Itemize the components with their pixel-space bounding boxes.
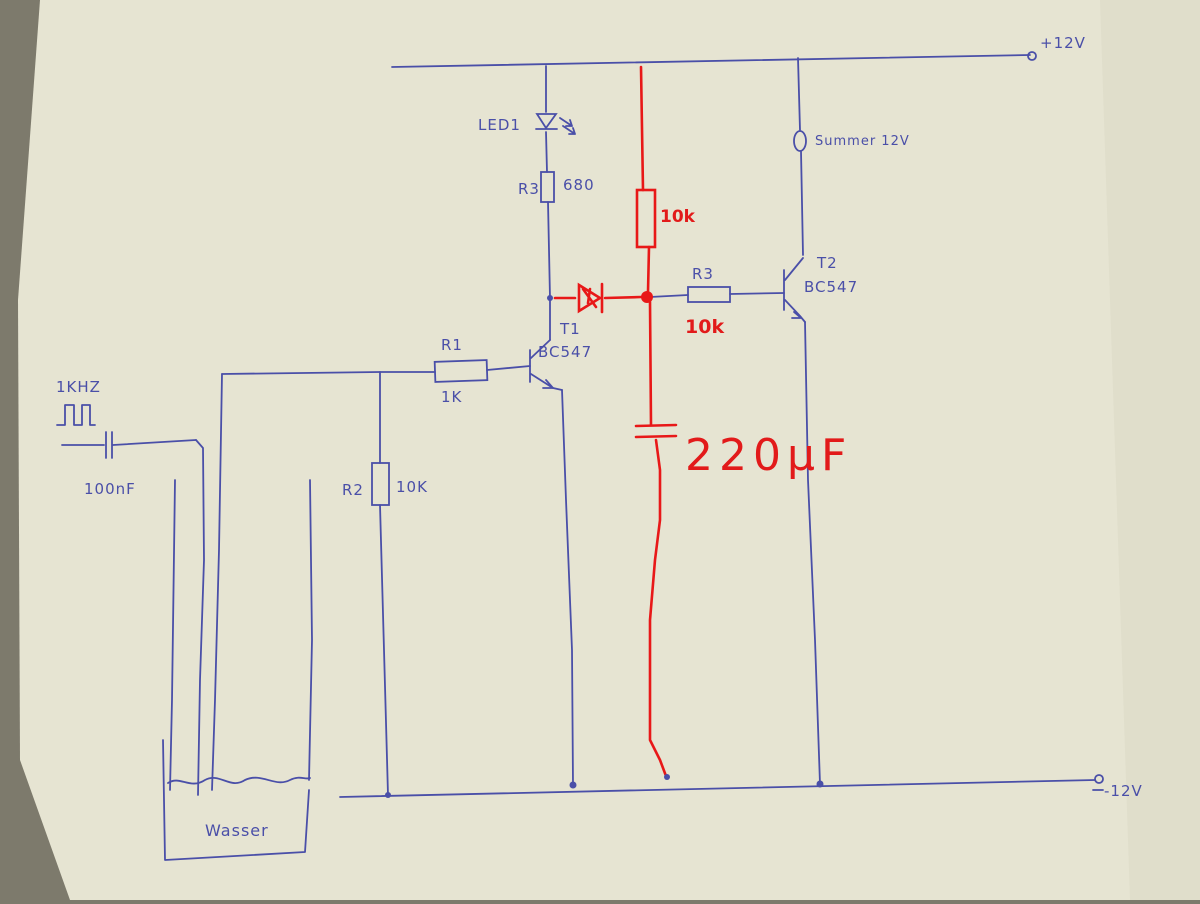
r1-name: R1 xyxy=(441,336,463,354)
probe-electrode-left xyxy=(195,439,205,796)
red-junction-node xyxy=(641,291,653,303)
t1-ground-node xyxy=(569,781,577,789)
red-modification xyxy=(553,65,678,780)
r1-to-base xyxy=(486,365,531,371)
buzzer-top-wire xyxy=(797,57,801,131)
red-node-to-cap-wire xyxy=(648,300,653,427)
top-rail xyxy=(391,54,1031,68)
r2-value: 10K xyxy=(396,478,428,496)
paper-sheet xyxy=(18,0,1200,900)
red-diode-hatch xyxy=(581,287,598,309)
red-resistor-to-node xyxy=(646,245,651,294)
red-diode-wire xyxy=(553,295,643,300)
r2-branch-wire xyxy=(379,371,389,796)
t1-name: T1 xyxy=(559,320,581,338)
buzzer-to-t2-wire xyxy=(800,150,804,256)
led-arrows xyxy=(559,117,576,135)
red-supply-wire xyxy=(639,65,645,192)
r3-led-name: R3 xyxy=(518,180,540,198)
red-cap-to-ground-wire xyxy=(648,438,668,778)
t2-type: BC547 xyxy=(804,278,858,296)
container-wall-right xyxy=(308,479,313,781)
r3-base-input-wire xyxy=(649,294,689,298)
probe-electrode-right xyxy=(211,373,223,791)
t2-collector-lead xyxy=(784,257,804,281)
supply-pos-label: +12V xyxy=(1040,34,1086,52)
red-ground-node xyxy=(664,774,670,780)
paper-shade xyxy=(1100,0,1200,900)
red-resistor-10k xyxy=(635,188,657,249)
led-symbol xyxy=(535,113,558,130)
r2-ground-node xyxy=(385,792,391,798)
r2-name: R2 xyxy=(342,481,364,499)
top-rail-terminal xyxy=(1027,51,1037,61)
bottom-rail xyxy=(339,779,1096,798)
t1-emitter-to-ground xyxy=(561,389,574,786)
bottom-rail-terminal xyxy=(1094,774,1104,784)
t1-emitter-arrow xyxy=(542,379,554,389)
red-resistor-top-value: 10k xyxy=(660,207,696,227)
t1-collector-node xyxy=(547,295,553,301)
t2-ground-node xyxy=(816,780,824,788)
coupling-cap-label: 100nF xyxy=(84,480,136,498)
blue-wiring xyxy=(56,51,1104,861)
buzzer-label: Summer 12V xyxy=(815,134,910,149)
water-label: Wasser xyxy=(205,821,269,840)
t1-type: BC547 xyxy=(538,343,592,361)
t2-base-wire xyxy=(729,292,785,295)
buzzer-symbol xyxy=(793,130,807,152)
t2-emitter-arrow xyxy=(791,311,802,319)
source-frequency-label: 1KHZ xyxy=(56,378,101,396)
t2-name: T2 xyxy=(816,254,838,272)
cap-to-probe-wire xyxy=(112,439,197,446)
red-cap-bottom-plate xyxy=(634,434,678,439)
red-cap-top-plate xyxy=(634,423,678,428)
led-label: LED1 xyxy=(478,116,521,134)
water-container xyxy=(162,739,310,861)
supply-neg-label: -12V xyxy=(1104,782,1143,800)
container-wall-left xyxy=(169,479,176,791)
r3-led-value: 680 xyxy=(563,176,595,194)
t2-emitter-to-ground xyxy=(804,321,821,785)
water-surface xyxy=(167,776,311,785)
coupling-capacitor xyxy=(105,431,113,459)
labels: +12V -12V LED1 R3 680 Summer 12V T2 BC54… xyxy=(56,34,1143,840)
red-resistor-base-value: 10k xyxy=(685,316,724,338)
t1-collector-lead xyxy=(530,339,551,359)
r2-resistor xyxy=(371,462,390,506)
square-wave-symbol xyxy=(56,404,96,426)
r3-led-resistor xyxy=(540,171,555,203)
r3-base-name: R3 xyxy=(692,265,714,283)
red-capacitor-value: 220µF xyxy=(685,430,852,481)
r1-value: 1K xyxy=(441,388,463,406)
